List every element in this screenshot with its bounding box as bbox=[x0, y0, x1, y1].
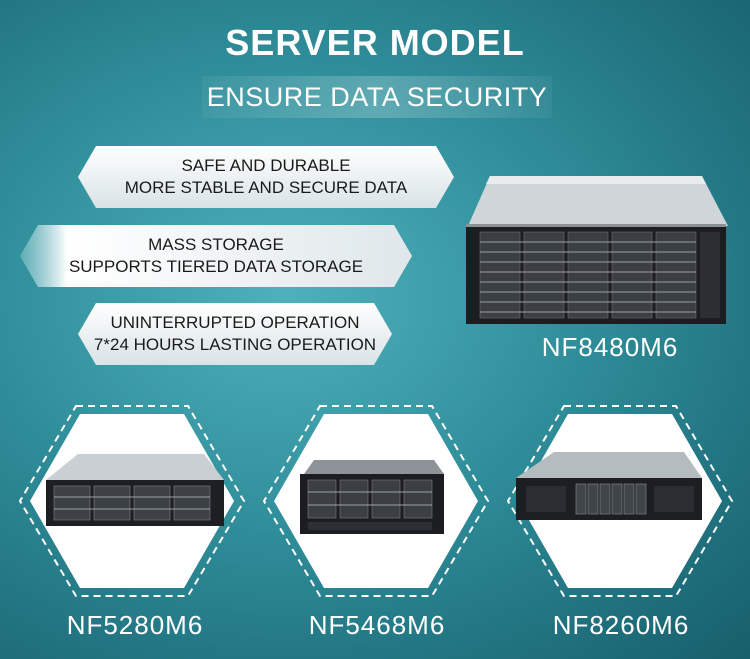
subtitle-banner: ENSURE DATA SECURITY bbox=[202, 76, 552, 118]
page-title: SERVER MODEL bbox=[225, 22, 525, 63]
feature-safe-durable: SAFE AND DURABLE MORE STABLE AND SECURE … bbox=[78, 146, 454, 208]
feature-uninterrupted: UNINTERRUPTED OPERATION 7*24 HOURS LASTI… bbox=[78, 303, 392, 365]
feature-title: UNINTERRUPTED OPERATION bbox=[110, 313, 360, 332]
server-image-nf8260m6 bbox=[516, 452, 702, 520]
feature-desc: SUPPORTS TIERED DATA STORAGE bbox=[68, 257, 364, 276]
server-image-nf5280m6 bbox=[46, 454, 224, 526]
server-image-nf5468m6 bbox=[300, 460, 444, 534]
model-label-nf8260m6: NF8260M6 bbox=[552, 610, 690, 640]
model-label-nf8480m6: NF8480M6 bbox=[541, 332, 679, 362]
feature-desc: MORE STABLE AND SECURE DATA bbox=[124, 178, 408, 197]
feature-mass-storage: MASS STORAGE SUPPORTS TIERED DATA STORAG… bbox=[20, 225, 412, 287]
feature-desc: 7*24 HOURS LASTING OPERATION bbox=[93, 335, 377, 354]
model-label-nf5468m6: NF5468M6 bbox=[308, 610, 446, 640]
feature-title: SAFE AND DURABLE bbox=[181, 156, 351, 175]
model-label-nf5280m6: NF5280M6 bbox=[66, 610, 204, 640]
feature-title: MASS STORAGE bbox=[148, 235, 284, 254]
server-image-nf8480m6 bbox=[466, 176, 728, 324]
page-subtitle: ENSURE DATA SECURITY bbox=[206, 81, 548, 112]
